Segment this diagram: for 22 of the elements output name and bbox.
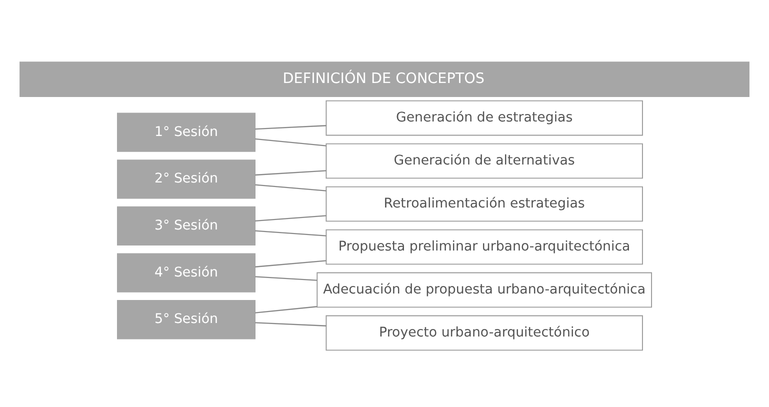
connector bbox=[255, 306, 318, 313]
node-box: Adecuación de propuesta urbano-arquitectónica bbox=[316, 272, 652, 308]
node-box: 2° Sesión bbox=[116, 159, 256, 198]
connector bbox=[255, 124, 326, 130]
node-box: Proyecto urbano-arquitectónico bbox=[326, 314, 643, 350]
node-box: 3° Sesión bbox=[116, 206, 256, 246]
node-box: Generación de estrategias bbox=[326, 100, 643, 136]
node-box: 5° Sesión bbox=[116, 300, 256, 339]
connector bbox=[255, 214, 326, 221]
node-box: Propuesta preliminar urbano-arquitectónica bbox=[326, 228, 643, 264]
diagram-title: DEFINICIÓN DE CONCEPTOS bbox=[282, 70, 484, 87]
connector bbox=[255, 170, 326, 176]
node-box: Generación de alternativas bbox=[326, 142, 643, 178]
connector bbox=[255, 138, 326, 146]
connector bbox=[255, 322, 326, 326]
node-box: Retroalimentación estrategias bbox=[326, 186, 643, 222]
connector bbox=[255, 260, 326, 267]
connector bbox=[255, 184, 326, 191]
connector bbox=[255, 230, 326, 236]
connector bbox=[255, 276, 318, 280]
node-box: 1° Sesión bbox=[116, 112, 256, 152]
node-box: 4° Sesión bbox=[116, 252, 256, 292]
